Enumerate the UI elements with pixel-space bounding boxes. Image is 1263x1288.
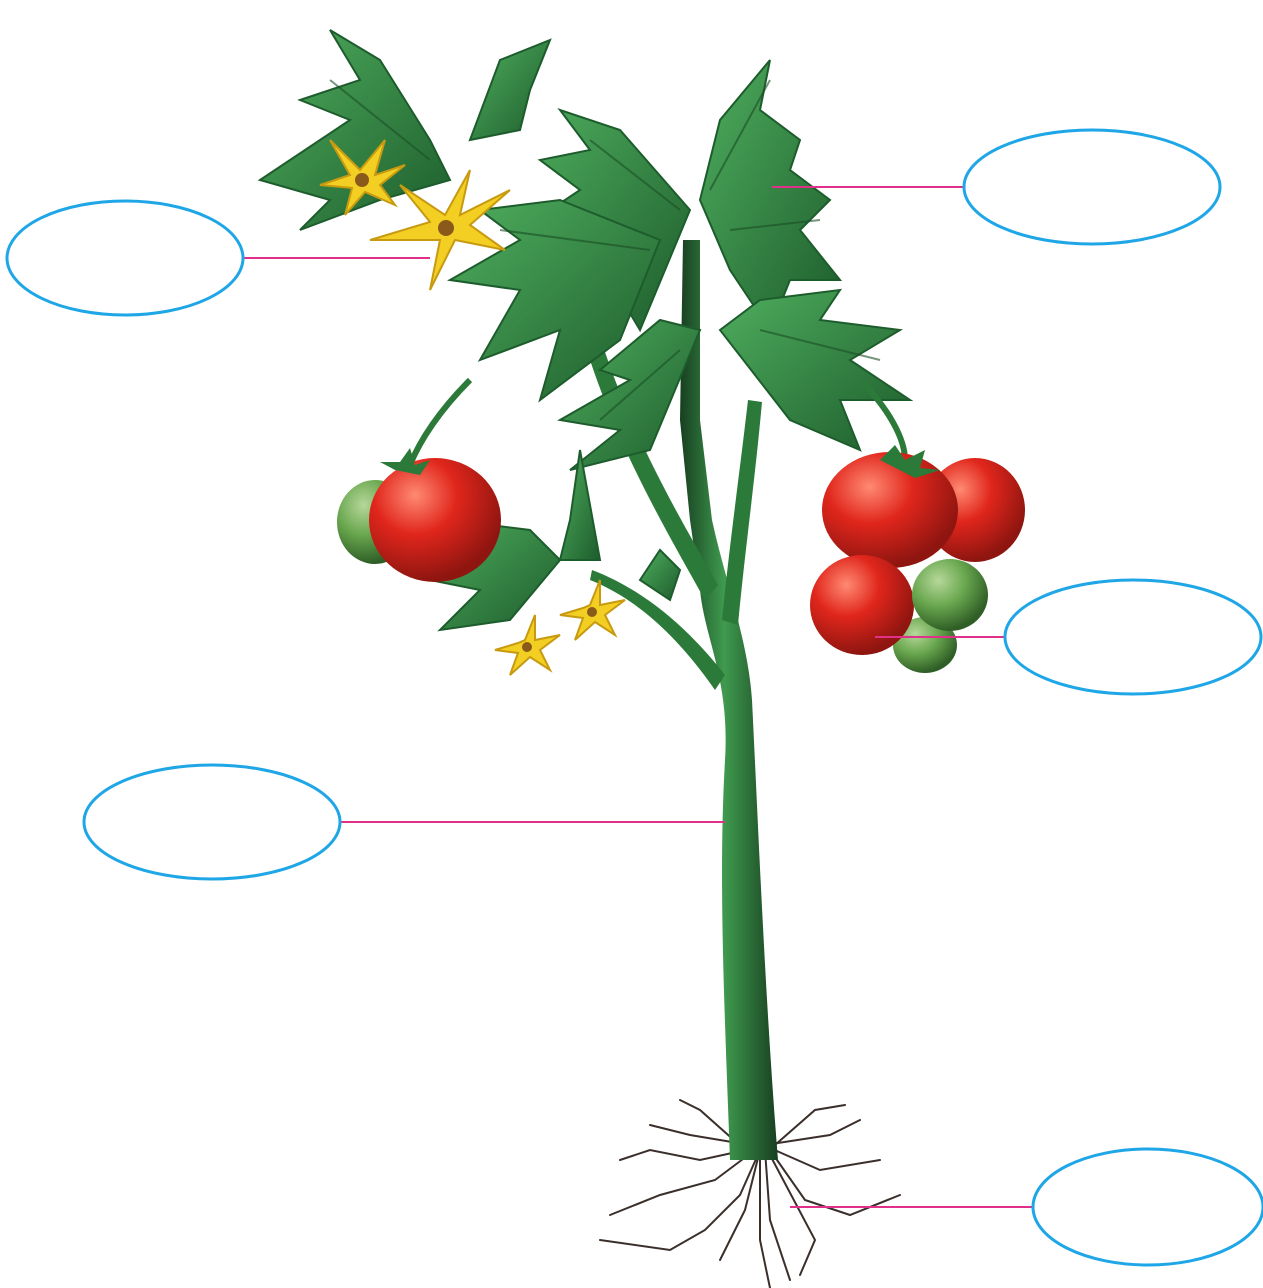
leaf [470, 40, 550, 140]
stem-branch-right [722, 400, 762, 625]
label-box-fruit[interactable] [1005, 580, 1261, 694]
tomato-cluster-left [337, 380, 501, 582]
label-box-leaf[interactable] [964, 130, 1220, 244]
leaf [640, 550, 680, 600]
leaf [560, 450, 600, 560]
label-box-flower[interactable] [7, 201, 243, 315]
leaf [700, 60, 840, 330]
label-box-stem[interactable] [84, 765, 340, 879]
label-box-root[interactable] [1033, 1149, 1263, 1265]
